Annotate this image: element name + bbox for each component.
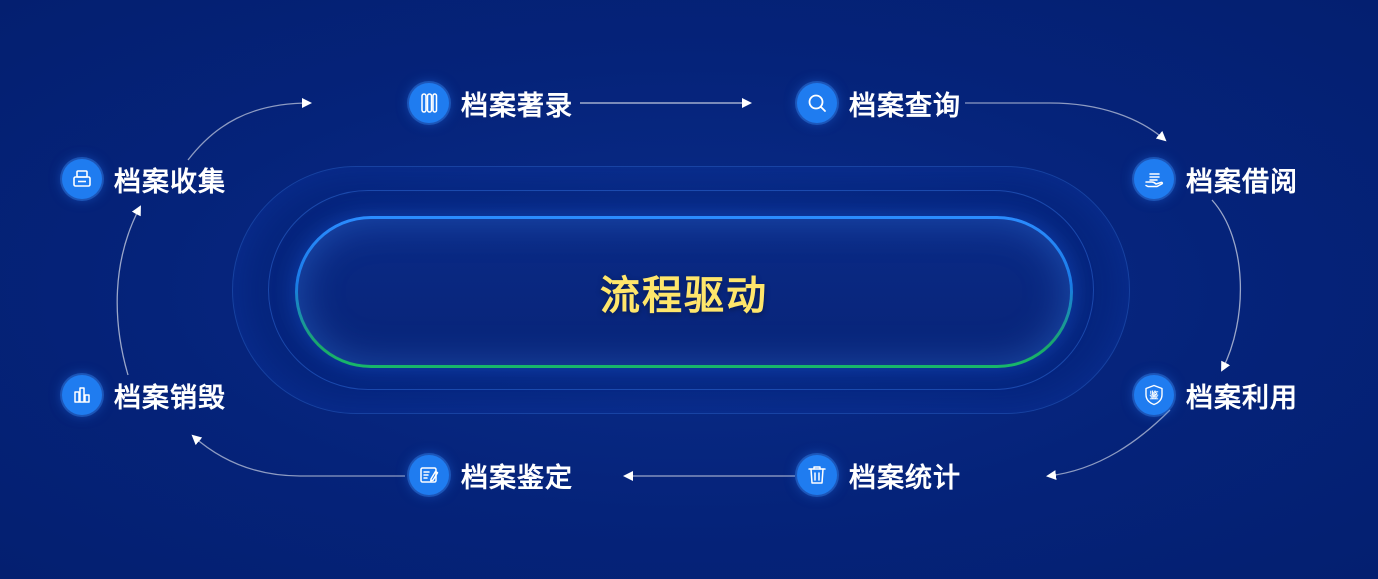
outer-ring	[232, 166, 1130, 414]
middle-ring	[268, 190, 1094, 390]
tools-icon	[409, 83, 449, 123]
arrow-query-to-borrow	[965, 102, 1167, 142]
arrow-borrow-to-use	[1211, 199, 1241, 372]
node-label: 档案借阅	[1186, 166, 1298, 198]
arrow-use-to-stats	[1046, 409, 1171, 481]
node-stats[interactable]: 档案统计	[797, 453, 961, 497]
center-title: 流程驱动	[600, 273, 768, 319]
node-label: 档案查询	[849, 90, 961, 122]
search-icon	[797, 83, 837, 123]
node-query[interactable]: 档案查询	[797, 81, 961, 125]
node-label: 档案著录	[461, 90, 573, 122]
node-label: 档案销毁	[114, 382, 226, 414]
svg-text:鉴: 鉴	[1148, 390, 1159, 402]
node-label: 档案统计	[849, 462, 961, 494]
center-capsule: 流程驱动	[295, 216, 1073, 368]
node-borrow[interactable]: 档案借阅	[1134, 157, 1298, 201]
node-collect[interactable]: 档案收集	[62, 157, 226, 201]
edit-document-icon	[409, 455, 449, 495]
bar-chart-icon	[62, 375, 102, 415]
node-use[interactable]: 鉴 档案利用	[1134, 373, 1298, 417]
shield-icon: 鉴	[1134, 375, 1174, 415]
hand-document-icon	[1134, 159, 1174, 199]
printer-icon	[62, 159, 102, 199]
node-appraise[interactable]: 档案鉴定	[409, 453, 573, 497]
node-label: 档案利用	[1186, 382, 1298, 414]
node-catalog[interactable]: 档案著录	[409, 81, 573, 125]
arrow-appraise-to-destroy	[191, 434, 405, 477]
node-label: 档案收集	[114, 166, 226, 198]
arrow-collect-to-catalog	[187, 98, 312, 161]
trash-icon	[797, 455, 837, 495]
node-label: 档案鉴定	[461, 462, 573, 494]
arrow-destroy-to-collect	[116, 205, 141, 376]
node-destroy[interactable]: 档案销毁	[62, 373, 226, 417]
